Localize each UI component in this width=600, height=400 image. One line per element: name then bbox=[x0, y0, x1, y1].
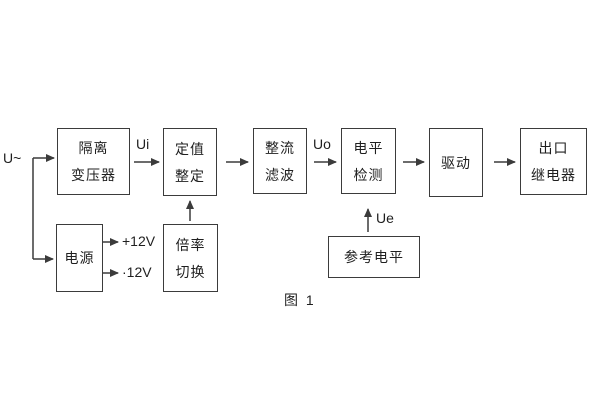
power-rail-label-plus12v: +12V bbox=[122, 233, 156, 249]
block-label-line: 整流 bbox=[265, 139, 295, 156]
block-power-supply: 电源 bbox=[56, 224, 103, 292]
block-label-line: 检测 bbox=[353, 166, 384, 183]
block-label-line: 参考电平 bbox=[344, 249, 404, 265]
block-label-line: 切换 bbox=[175, 263, 206, 280]
block-driver: 驱动 bbox=[429, 128, 483, 197]
block-label-line: 倍率 bbox=[175, 236, 206, 253]
block-label-line: 滤波 bbox=[265, 166, 295, 183]
block-ratio-switch: 倍率 切换 bbox=[163, 224, 218, 292]
block-label-line: 变压器 bbox=[71, 167, 116, 183]
signal-label-ui: Ui bbox=[136, 136, 150, 152]
block-label-line: 驱动 bbox=[441, 154, 471, 171]
block-label-line: 整定 bbox=[175, 167, 205, 184]
signal-label-uo: Uo bbox=[313, 136, 331, 152]
block-label-line: 继电器 bbox=[531, 167, 576, 183]
block-level-detection: 电平 检测 bbox=[341, 128, 396, 194]
power-rail-label-minus12v: ·12V bbox=[122, 264, 152, 280]
block-reference-level: 参考电平 bbox=[328, 236, 420, 278]
signal-label-ue: Ue bbox=[376, 210, 394, 226]
input-signal-label: U~ bbox=[3, 150, 22, 166]
block-label-line: 定值 bbox=[175, 140, 205, 157]
block-label-line: 隔离 bbox=[78, 140, 109, 156]
block-isolation-transformer: 隔离 变压器 bbox=[57, 128, 130, 195]
block-setpoint-setting: 定值 整定 bbox=[163, 128, 217, 196]
block-label-line: 出口 bbox=[538, 140, 569, 156]
block-output-relay: 出口 继电器 bbox=[520, 128, 587, 195]
block-label-line: 电源 bbox=[64, 250, 95, 266]
block-label-line: 电平 bbox=[353, 139, 384, 156]
figure-caption: 图 1 bbox=[284, 292, 316, 308]
block-rectifier-filter: 整流 滤波 bbox=[253, 128, 307, 194]
